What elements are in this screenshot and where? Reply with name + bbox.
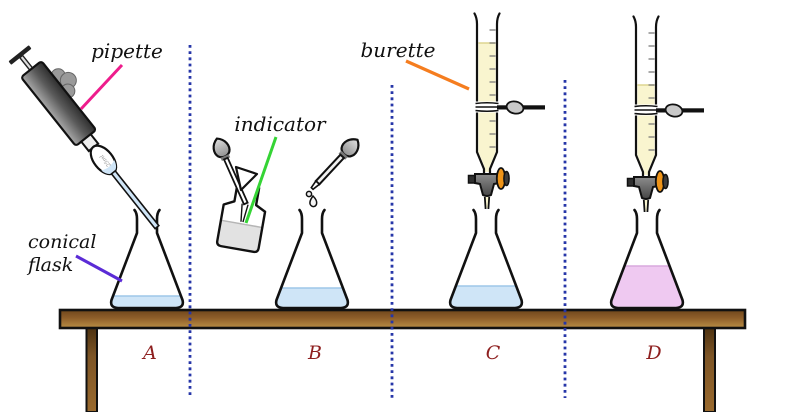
flask-d-outline xyxy=(609,208,685,310)
conical-flask-c xyxy=(448,208,524,310)
dropper-tip xyxy=(310,179,321,191)
pipette-stem xyxy=(110,169,160,230)
conical-flask-b xyxy=(274,208,350,310)
pipette-label: pipette xyxy=(91,39,163,63)
table-leg-right xyxy=(703,325,716,412)
burette-c-graduations xyxy=(489,29,496,148)
flask-a-liquid xyxy=(111,296,183,307)
pipette-bulb-liquid xyxy=(101,160,117,174)
conical-flask-label-line1: conical xyxy=(28,231,96,253)
burette-d-tip xyxy=(642,199,650,213)
indicator-dropper-rod xyxy=(222,156,249,206)
burette-c-clamp-knob xyxy=(505,100,525,115)
conical-flask-leader-line xyxy=(75,254,123,283)
burette-d-graduations xyxy=(648,32,655,151)
dropper-collar xyxy=(338,150,348,160)
stage-label-c: C xyxy=(486,342,501,364)
indicator-bottle xyxy=(215,183,267,254)
table-leg-left xyxy=(85,325,98,412)
indicator-drop-small xyxy=(305,190,313,198)
burette-d-tube xyxy=(632,15,660,178)
burette-c xyxy=(467,12,545,210)
indicator-bottle-outline xyxy=(215,183,267,254)
table-top xyxy=(58,308,747,330)
flask-c-outline xyxy=(448,208,524,310)
indicator-drop xyxy=(309,194,318,208)
burette-d xyxy=(626,15,704,213)
indicator-leader-line xyxy=(244,136,278,224)
conical-flask-d xyxy=(609,208,685,310)
flask-a-outline xyxy=(109,208,185,310)
stage-label-a: A xyxy=(141,342,157,364)
pipette-assembly: 25ml xyxy=(8,45,160,230)
stage-label-b: B xyxy=(307,342,322,364)
flask-b-liquid xyxy=(276,288,348,307)
stage-label-d: D xyxy=(645,342,661,364)
pipette-plunger-handle xyxy=(8,45,32,65)
burette-label: burette xyxy=(361,38,436,62)
burette-d-clamp-knob xyxy=(664,103,684,118)
bench-table xyxy=(58,308,747,412)
dropper-tube xyxy=(314,153,346,186)
pipette-leader-line xyxy=(79,63,124,111)
indicator-bottle-cap xyxy=(234,165,259,192)
conical-flask-a xyxy=(109,208,185,310)
burette-c-tip xyxy=(483,196,491,210)
conical-flask-label-line2: flask xyxy=(26,254,73,276)
burette-c-stopcock xyxy=(467,167,510,197)
burette-d-clamp xyxy=(634,103,704,118)
indicator-bottle-liquid xyxy=(218,220,262,251)
indicator-dropper xyxy=(212,137,249,206)
burette-c-clamp xyxy=(475,100,545,115)
flask-b-outline xyxy=(274,208,350,310)
burette-leader-line xyxy=(405,59,470,91)
indicator-dropper-tip-lines xyxy=(240,203,249,223)
dropper xyxy=(310,138,360,191)
flask-c-liquid xyxy=(450,286,522,307)
indicator-liquid-surface xyxy=(221,219,262,229)
flask-d-liquid xyxy=(611,266,683,307)
indicator-label: indicator xyxy=(234,112,327,136)
burette-c-tube xyxy=(473,12,501,175)
indicator-dropper-collar xyxy=(220,154,231,161)
burette-d-stopcock xyxy=(626,170,669,200)
